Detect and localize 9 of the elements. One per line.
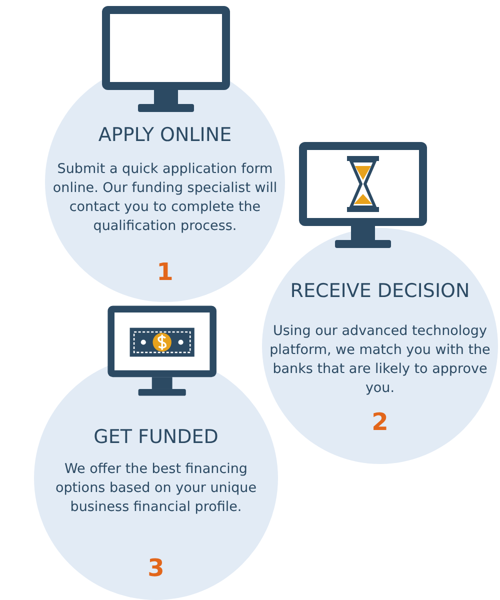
step-heading: APPLY ONLINE bbox=[97, 124, 233, 146]
step-description: We offer the best financing options based on your unique business financial profile. bbox=[54, 460, 258, 517]
step-number: 2 bbox=[370, 408, 390, 436]
step-number: 3 bbox=[146, 554, 166, 582]
step-description: Submit a quick application form online. Our funding specialist will contact you to complete the qualification process. bbox=[52, 160, 278, 236]
step-number: 1 bbox=[156, 258, 174, 286]
step-description: Using our advanced technology platform, we match you with the banks that are likely to approve you. bbox=[268, 322, 492, 398]
step-heading: GET FUNDED bbox=[92, 426, 220, 448]
step-heading: RECEIVE DECISION bbox=[289, 280, 471, 302]
